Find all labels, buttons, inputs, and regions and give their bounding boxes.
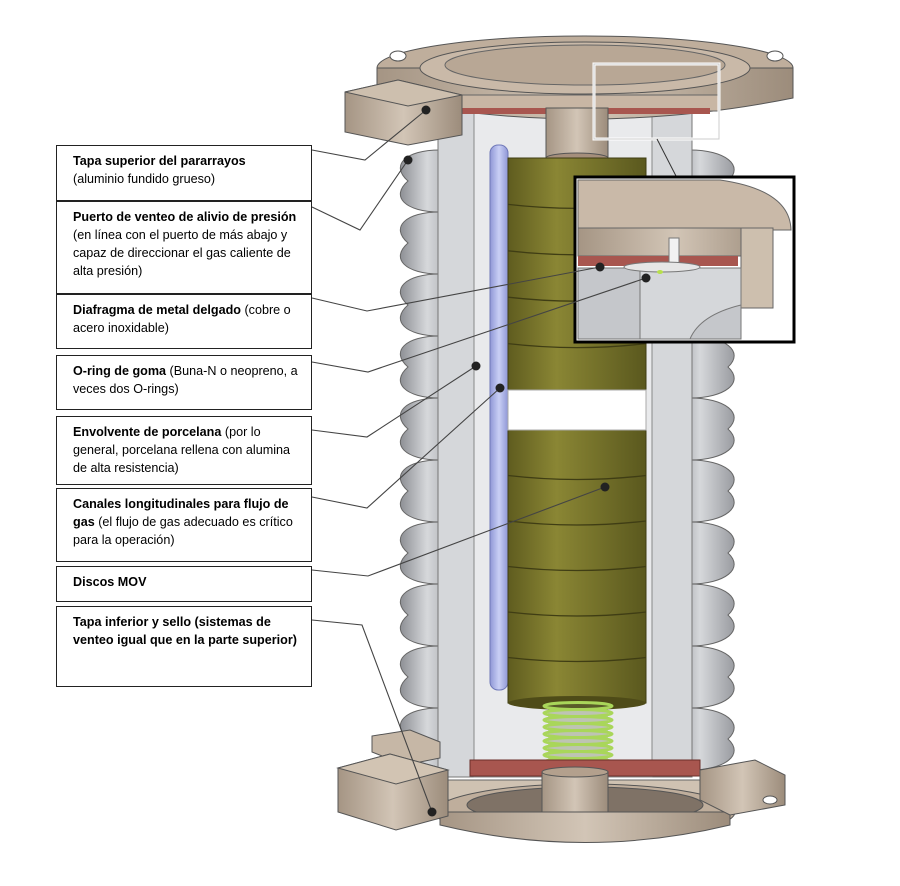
- label-oring: O-ring de goma (Buna-N o neopreno, a vec…: [56, 355, 312, 410]
- mov-disc-divider: [507, 611, 647, 617]
- bolt-hole: [766, 50, 784, 62]
- bolt-hole: [389, 50, 407, 62]
- dot-top-cap: [421, 105, 431, 115]
- mov-disc-divider: [507, 656, 647, 663]
- dot-diaphragm: [595, 262, 605, 272]
- label-bottom-cap-title: Tapa inferior y sello (sistemas de vente…: [73, 615, 297, 647]
- label-channels-title: Canales longitudinales para flujo de gas: [73, 497, 289, 529]
- label-top-cap-desc: (aluminio fundido grueso): [73, 172, 216, 186]
- inset-vent-pin: [668, 237, 680, 265]
- leader-dots: [403, 105, 651, 817]
- label-porcelain-desc: (por lo general, porcelana rellena con a…: [73, 425, 291, 475]
- mov-disc-divider: [507, 474, 647, 481]
- label-oring-desc: (Buna-N o neopreno, a veces dos O-rings): [73, 364, 298, 396]
- label-vent-port-desc: (en línea con el puerto de más abajo y c…: [73, 228, 291, 278]
- top-mounting-block: [344, 79, 463, 146]
- bottom-cap: [434, 759, 786, 843]
- leader-top-cap: [311, 109, 427, 161]
- bolt-hole: [762, 795, 778, 805]
- label-top-cap-title: Tapa superior del pararrayos: [73, 154, 246, 168]
- leader-mov: [311, 486, 606, 577]
- top-terminal-stud: [545, 107, 609, 159]
- dot-bottom-cap: [427, 807, 437, 817]
- dot-channels: [495, 383, 505, 393]
- bottom-mounting-block: [336, 729, 450, 831]
- label-porcelain-title: Envolvente de porcelana: [73, 425, 222, 439]
- label-vent-port-title: Puerto de venteo de alivio de presión: [73, 210, 297, 224]
- leader-bottom-cap: [311, 619, 433, 813]
- label-mov-discs: Discos MOV: [56, 566, 312, 602]
- mov-disc-divider: [507, 342, 647, 349]
- dot-porcelain: [471, 361, 481, 371]
- label-mov-discs-title: Discos MOV: [73, 575, 147, 589]
- dot-vent-port: [403, 155, 413, 165]
- mov-disc-divider: [507, 565, 647, 572]
- leader-channels: [311, 387, 501, 509]
- label-vent-port: Puerto de venteo de alivio de presión (e…: [56, 201, 312, 294]
- inset-diaphragm: [623, 261, 701, 273]
- label-channels-desc: (el flujo de gas adecuado es crítico par…: [73, 515, 293, 547]
- gas-channel-tube: [489, 144, 509, 691]
- inset-rubber-seal: [578, 256, 738, 266]
- label-diaphragm: Diafragma de metal delgado (cobre o acer…: [56, 294, 312, 349]
- top-cap: [376, 35, 794, 120]
- leader-diaphragm: [311, 266, 601, 312]
- label-diaphragm-desc: (cobre o acero inoxidable): [73, 303, 291, 335]
- dot-mov: [600, 482, 610, 492]
- label-oring-title: O-ring de goma: [73, 364, 167, 378]
- leader-porcelain: [311, 365, 477, 438]
- dot-oring: [641, 273, 651, 283]
- porcelain-inner-wall-left: [437, 111, 475, 778]
- mov-disc-divider: [507, 520, 647, 526]
- zoom-detail-inset: [573, 175, 796, 344]
- label-bottom-cap: Tapa inferior y sello (sistemas de vente…: [56, 606, 312, 687]
- leader-lines: [311, 109, 647, 813]
- label-diaphragm-title: Diafragma de metal delgado: [73, 303, 241, 317]
- mov-disc-column: [507, 429, 647, 704]
- label-top-cap: Tapa superior del pararrayos (aluminio f…: [56, 145, 312, 201]
- spacer-block: [507, 389, 647, 431]
- leader-oring: [311, 277, 647, 373]
- label-porcelain: Envolvente de porcelana (por lo general,…: [56, 416, 312, 485]
- label-channels: Canales longitudinales para flujo de gas…: [56, 488, 312, 562]
- leader-vent-port: [311, 159, 409, 231]
